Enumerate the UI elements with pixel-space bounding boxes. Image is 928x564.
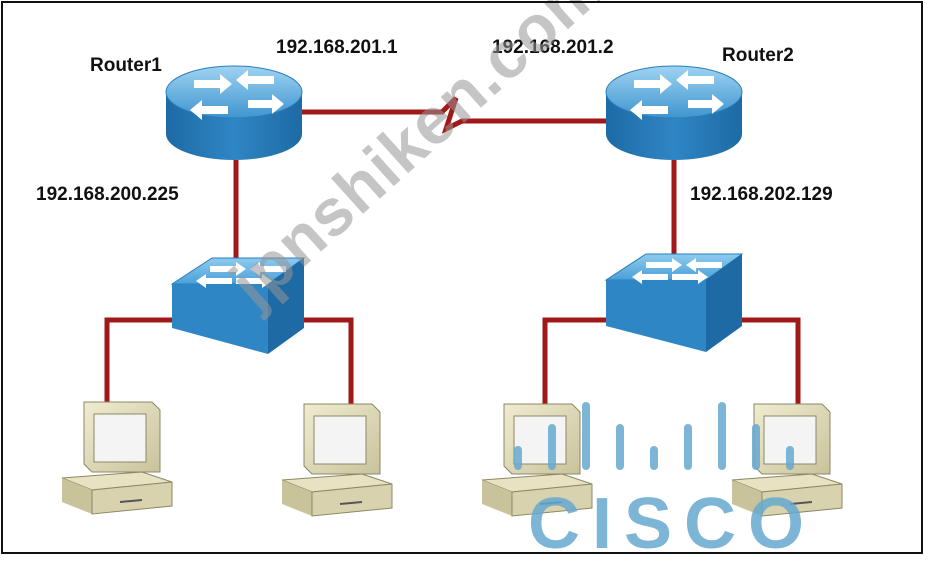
serial-link bbox=[296, 96, 612, 134]
router1-name-label: Router1 bbox=[90, 55, 162, 76]
pc1-icon bbox=[61, 401, 173, 515]
switch1-pc2-link bbox=[288, 317, 354, 412]
router2-name-label: Router2 bbox=[722, 45, 794, 66]
router2-serial-ip-label: 192.168.201.2 bbox=[492, 37, 614, 58]
switch2-icon bbox=[604, 253, 744, 352]
pc2-icon bbox=[281, 403, 393, 517]
cisco-logo-text: CISCO bbox=[528, 484, 817, 564]
cisco-bars-icon bbox=[514, 402, 794, 470]
network-links bbox=[104, 96, 801, 412]
pc3-icon bbox=[481, 403, 593, 517]
diagram-border bbox=[1, 1, 923, 554]
router2-icon bbox=[605, 65, 743, 160]
switch1-icon bbox=[170, 257, 306, 354]
router1-lan-ip-label: 192.168.200.225 bbox=[36, 184, 179, 205]
switch1-pc1-link bbox=[104, 317, 180, 410]
switch2-pc3-link bbox=[542, 317, 612, 412]
router1-icon bbox=[165, 65, 303, 160]
router1-serial-ip-label: 192.168.201.1 bbox=[276, 37, 398, 58]
switch2-pc4-link bbox=[740, 317, 801, 412]
router2-lan-ip-label: 192.168.202.129 bbox=[690, 184, 833, 205]
